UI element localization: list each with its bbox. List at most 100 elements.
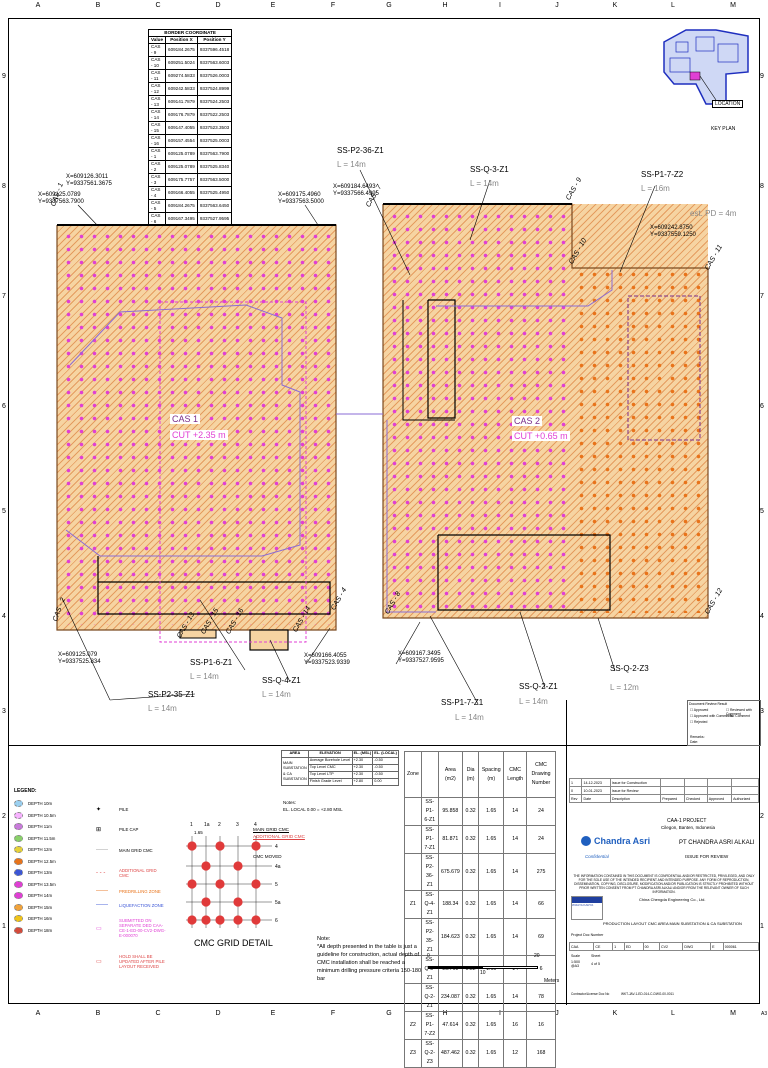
legend-depth-item: DEPTH 11m [14, 823, 52, 830]
grid-row-label: 4 [275, 844, 278, 850]
bc-cell: 9337563.6003 [196, 56, 233, 71]
elevation-cell: +2.30 [351, 757, 374, 765]
checkbox-icon[interactable]: ☐ [690, 714, 694, 718]
legend-depth-label: DEPTH 11m [28, 824, 52, 829]
cmc-cell: 78 [526, 983, 556, 1012]
grid-col-f: F [330, 2, 336, 9]
zone-label-ssp17z2: SS-P1-7-Z2 [641, 170, 684, 179]
cmc-cell: 0.32 [462, 853, 480, 891]
grid-col-j: J [555, 2, 559, 9]
depth-swatch-icon [14, 846, 23, 853]
review-option[interactable]: ☐ Rejected [690, 720, 707, 724]
cmc-cell [404, 825, 422, 854]
zone-length-ssq4: L = 14m [262, 690, 291, 699]
grid-col-label: 4 [254, 822, 257, 828]
cas1-cut-label: CUT +2.35 m [170, 430, 228, 440]
grid-col-e-bottom: E [270, 1010, 276, 1017]
legend-symbol-item: ▭HOLD SHALL BE UPDATED AFTER PILE LAYOUT… [96, 954, 166, 969]
grid-col-l: L [671, 2, 675, 9]
client-logo-text: Chandra Asri [594, 836, 651, 846]
grid-detail-cmc-point [233, 861, 243, 871]
grid-detail-cmc-point [233, 915, 243, 925]
revision-header-cell: Authorized [731, 794, 759, 803]
coord-cas5: X=609184.6493 Y=9337566.4995 [333, 184, 379, 198]
grid-row-7: 7 [2, 293, 6, 300]
client-logo: Chandra Asri [581, 836, 650, 846]
grid-row-label: 4a [275, 864, 281, 870]
legend-depth-item: DEPTH 16m [14, 915, 52, 922]
coord-x: X=609184.6493 [333, 184, 376, 190]
grid-row-6-right: 6 [760, 403, 764, 410]
cmc-cell: 487.462 [437, 1039, 464, 1068]
grid-row-4: 4 [2, 613, 6, 620]
sheet-caption: Sheet [591, 954, 601, 958]
legend-depth-item: DEPTH 18m [14, 926, 52, 934]
cmc-cell: 0.32 [462, 1039, 480, 1068]
coord-cas6: X=609167.3495 Y=9337527.9595 [398, 651, 444, 665]
cmc-header-dia: Dia (m) [462, 751, 480, 798]
cmc-cell: 16 [503, 1011, 528, 1040]
legend-symbol-label: PILE CAP [119, 827, 139, 832]
grid-row-label: 5 [275, 882, 278, 888]
zone-length-ssp17z1: L = 14m [455, 713, 484, 722]
cmc-cell: SS-Q-2-Z1 [420, 983, 439, 1012]
border-coordinate-title: BORDER COORDINATE [147, 28, 233, 38]
review-option[interactable]: ☐ No Comment [726, 714, 750, 718]
elevation-cell: Top Level CMC [307, 764, 353, 772]
checkbox-icon[interactable]: ☐ [726, 714, 730, 718]
doc-number-part: 1 [612, 942, 625, 951]
confidential-label: Confidential [585, 854, 609, 859]
checkbox-icon[interactable]: ☐ [690, 708, 694, 712]
cmc-cell: 0.32 [462, 918, 480, 956]
coord-y: Y=9337563.5000 [278, 199, 324, 205]
elevation-cell: -0.50 [372, 764, 399, 772]
legend-depth-item: DEPTH 13.5m [14, 880, 56, 888]
cmc-cell: SS-P1-7-Z2 [420, 1011, 439, 1040]
grid-detail-cmc-point [201, 915, 211, 925]
revision-cell [731, 778, 759, 787]
legend-depth-item: DEPTH 12m [14, 846, 52, 853]
project-location: Cilegon, Banten, Indonesia [661, 825, 716, 830]
zone-length-ssp16: L = 14m [190, 672, 219, 681]
coord-cas2: X=609125.079 Y=9337525.834 [58, 652, 101, 666]
revision-header-cell: Description [609, 794, 662, 803]
depth-swatch-icon [14, 926, 23, 934]
client-name: PT CHANDRA ASRI ALKALI [679, 840, 755, 846]
coord-cas1-corner: X=609125.0789 Y=9337563.7900 [38, 192, 84, 206]
review-option[interactable]: ☐ Approved [690, 708, 708, 712]
review-option-label: Reviewed with Comment [726, 708, 752, 716]
review-option[interactable]: ☐ Reviewed with Comment [726, 708, 760, 716]
grid-detail-moved-label: CMC MOVED [253, 854, 282, 859]
legend-symbol-icon: —— [96, 888, 108, 894]
est-pd-label: est. PD = 4m [690, 209, 737, 218]
cmc-cell: 0.32 [462, 825, 480, 854]
legend-depth-label: DEPTH 10m [28, 801, 53, 806]
zone-length-ssp2-36: L = 14m [337, 160, 366, 169]
checkbox-icon[interactable]: ☐ [726, 708, 730, 712]
cmc-cell: 14 [503, 890, 528, 919]
sheet-size-label: A3 [761, 1011, 768, 1017]
cmc-cell: 81.871 [437, 825, 464, 854]
legend-symbol-icon: ▭ [96, 925, 102, 932]
checkbox-icon[interactable]: ☐ [690, 720, 694, 724]
legend-symbol-label: PREDRILLING ZONE [119, 888, 161, 894]
legend-depth-label: DEPTH 13m [28, 870, 53, 875]
review-option-label: Approved [693, 708, 709, 712]
elevation-notes-title: Notes: [283, 800, 297, 805]
scale-label-0: 0 [427, 953, 430, 959]
grid-detail-cmc-point [215, 879, 225, 889]
coord-x: X=609167.3495 [398, 651, 441, 657]
review-option[interactable]: ☐ Approved with Comments [690, 714, 733, 718]
review-option-label: No Comment [729, 714, 750, 718]
coord-y: Y=9337527.9595 [398, 658, 444, 664]
revision-cell [683, 786, 708, 795]
cmc-cell: 0.32 [462, 797, 480, 826]
grid-col-b-bottom: B [95, 1010, 101, 1017]
grid-row-6: 6 [2, 403, 6, 410]
